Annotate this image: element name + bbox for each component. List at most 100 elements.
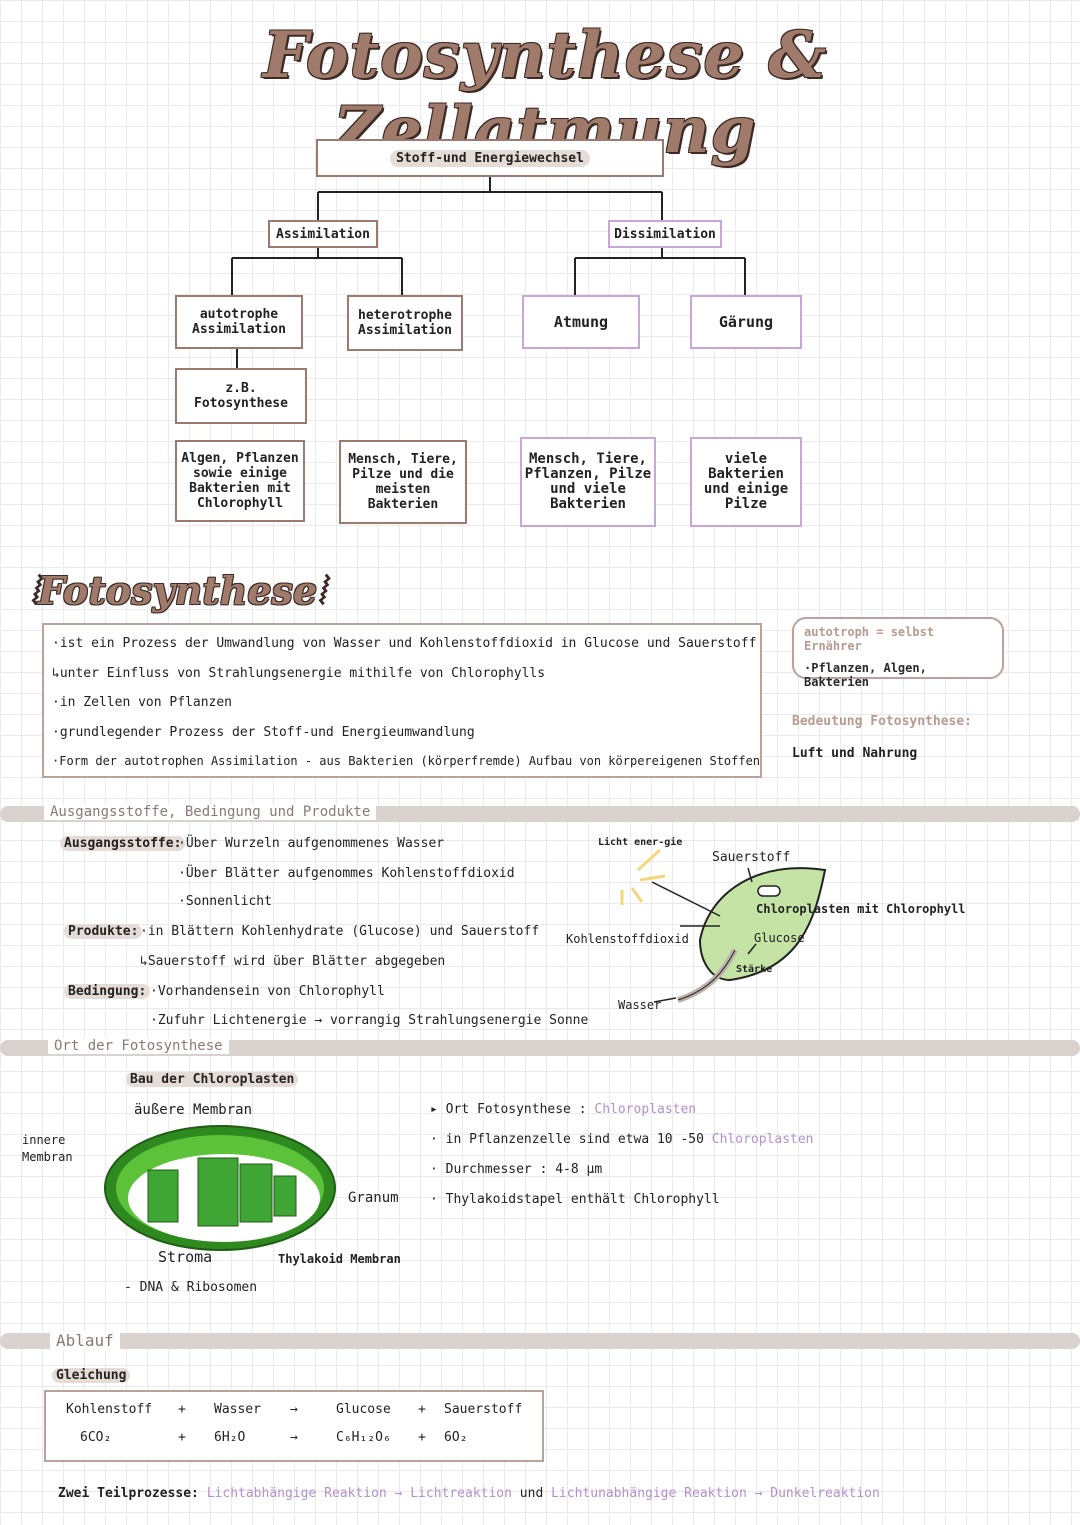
eq-term: Wasser [214, 1402, 261, 1417]
label-thylakoid: Thylakoid Membran [278, 1252, 401, 1266]
heading-deco-right: ⦚ [317, 568, 326, 613]
eq-term: 6O₂ [444, 1430, 468, 1445]
section-title-ablauf: Ablauf [50, 1331, 120, 1350]
definition-line: ·grundlegender Prozess der Stoff-und Ene… [52, 724, 475, 740]
tree-gaerung-who: viele Bakterien und einige Pilze [690, 437, 802, 527]
leaf-label-glucose: Glucose [754, 931, 805, 945]
ausgang-item: ·Über Wurzeln aufgenommenes Wasser [178, 836, 445, 851]
fact-accent: Chloroplasten [594, 1102, 697, 1117]
leaf-label-co2: Kohlenstoffdioxid [566, 932, 689, 946]
produkte-label: Produkte: [64, 924, 143, 939]
teilprozess-dunkel: Lichtunabhängige Reaktion → Dunkelreakti… [551, 1486, 880, 1501]
definition-line: ·Form der autotrophen Assimilation - aus… [52, 754, 761, 768]
eq-op: → [290, 1402, 298, 1417]
autotroph-note: autotroph = selbst Ernährer ·Pflanzen, A… [792, 617, 1004, 689]
tree-atmung: Atmung [522, 295, 640, 349]
teilprozess-licht: Lichtabhängige Reaktion → Lichtreaktion [206, 1486, 512, 1501]
label-stroma: Stroma [158, 1248, 213, 1266]
leaf-label-chloroplasten: Chloroplasten mit Chlorophyll [756, 902, 966, 916]
tree-dissimilation: Dissimilation [608, 220, 722, 248]
tree-root: Stoff-und Energiewechsel [316, 139, 664, 177]
chloroplast-icon [757, 885, 781, 897]
bedeutung-label: Bedeutung Fotosynthese: [792, 714, 973, 729]
leaf-label-wasser: Wasser [618, 998, 662, 1012]
label-granum: Granum [348, 1190, 399, 1206]
sun-rays [620, 848, 666, 905]
equation-box: Kohlenstoff + Wasser → Glucose + Sauerst… [44, 1390, 544, 1462]
section-title-ausgang: Ausgangsstoffe, Bedingung und Produkte [44, 804, 377, 820]
fact-line: · Thylakoidstapel enthält Chlorophyll [430, 1192, 720, 1207]
teilprozesse-und: und [519, 1486, 544, 1501]
label-aeussere-membran: äußere Membran [134, 1102, 253, 1118]
heading-text: Fotosynthese [37, 568, 318, 613]
leaf-label-licht: Licht ener-gie [598, 837, 683, 848]
bedingung-label-text: Bedingung: [64, 984, 151, 999]
tree-auto-who: Algen, Pflanzen sowie einige Bakterien m… [175, 440, 305, 522]
fact-accent: Chloroplasten [711, 1132, 814, 1147]
tree-gaerung: Gärung [690, 295, 802, 349]
teilprozesse-line: Zwei Teilprozesse: Lichtabhängige Reakti… [58, 1486, 880, 1501]
tree-example: z.B. Fotosynthese [175, 368, 307, 424]
fact-line: · in Pflanzenzelle sind etwa 10 -50 Chlo… [430, 1132, 814, 1147]
gleichung-label: Gleichung [52, 1368, 131, 1383]
fact-line: ▸ Ort Fotosynthese : Chloroplasten [430, 1102, 696, 1117]
page-title: Fotosynthese & Zellatmung [262, 18, 828, 168]
ausgangsstoffe-label: Ausgangsstoffe: [60, 836, 186, 851]
produkte-item: ↳Sauerstoff wird über Blätter abgegeben [140, 954, 446, 969]
tree-root-label: Stoff-und Energiewechsel [390, 149, 590, 167]
section-title-ort: Ort der Fotosynthese [48, 1038, 229, 1054]
gleichung-label-text: Gleichung [52, 1368, 131, 1383]
autotroph-title: autotroph = selbst Ernährer [804, 625, 935, 653]
eq-op: + [418, 1402, 426, 1417]
fact-text: · Thylakoidstapel enthält Chlorophyll [430, 1192, 720, 1207]
bau-label-text: Bau der Chloroplasten [126, 1072, 299, 1087]
tree-atmung-who: Mensch, Tiere, Pflanzen, Pilze und viele… [520, 437, 656, 527]
tree-assimilation: Assimilation [268, 220, 378, 248]
definition-line: ↳unter Einfluss von Strahlungsenergie mi… [52, 665, 546, 681]
granum-stack [147, 1157, 297, 1227]
leaf-label-sauerstoff: Sauerstoff [712, 850, 791, 865]
label-innere-membran: innere Membran [22, 1133, 73, 1164]
eq-term: Glucose [336, 1402, 391, 1417]
definition-line: ·in Zellen von Pflanzen [52, 695, 233, 710]
chloroplast-diagram [104, 1125, 336, 1251]
eq-term: C₆H₁₂O₆ [336, 1430, 391, 1445]
definition-line: ·ist ein Prozess der Umwandlung von Wass… [52, 636, 757, 651]
eq-term: Sauerstoff [444, 1402, 523, 1417]
produkte-label-text: Produkte: [64, 924, 143, 939]
eq-op: + [418, 1430, 426, 1445]
eq-op: + [178, 1402, 186, 1417]
eq-term: 6H₂O [214, 1430, 246, 1445]
eq-op: + [178, 1430, 186, 1445]
fact-text: · Durchmesser : 4-8 µm [430, 1162, 603, 1177]
tree-hetero-who: Mensch, Tiere, Pilze und die meisten Bak… [339, 440, 467, 524]
section-heading-fotosynthese: ⦚Fotosynthese⦚ [30, 568, 325, 614]
fact-text: · in Pflanzenzelle sind etwa 10 -50 [430, 1132, 712, 1147]
eq-term: 6CO₂ [80, 1430, 112, 1445]
leaf-diagram [620, 848, 827, 1003]
bedingung-item: ·Vorhandensein von Chlorophyll [150, 984, 385, 999]
leaf-stem-outline [677, 949, 736, 1001]
tree-heterotrophe: heterotrophe Assimilation [347, 295, 463, 351]
fact-text: ▸ Ort Fotosynthese : [430, 1102, 595, 1117]
label-dna: - DNA & Ribosomen [124, 1280, 258, 1295]
heading-deco-left: ⦚ [30, 568, 38, 613]
bau-label: Bau der Chloroplasten [126, 1072, 299, 1087]
tree-connectors [231, 175, 746, 368]
bedeutung-value: Luft und Nahrung [792, 746, 918, 761]
ausgang-item: ·Über Blätter aufgenommes Kohlenstoffdio… [178, 866, 515, 881]
fotosynthese-definition-box: ·ist ein Prozess der Umwandlung von Wass… [42, 623, 762, 778]
autotroph-items: ·Pflanzen, Algen, Bakterien [804, 661, 927, 689]
ausgang-item: ·Sonnenlicht [178, 894, 272, 909]
teilprozesse-label: Zwei Teilprozesse: [58, 1486, 199, 1501]
section-bar [0, 1040, 1080, 1056]
fact-line: · Durchmesser : 4-8 µm [430, 1162, 602, 1177]
bedingung-item: ·Zufuhr Lichtenergie → vorrangig Strahlu… [150, 1013, 589, 1028]
eq-term: Kohlenstoff [66, 1402, 153, 1417]
ausgangsstoffe-label-text: Ausgangsstoffe: [60, 836, 186, 851]
eq-op: → [290, 1430, 298, 1445]
bedingung-label: Bedingung: [64, 984, 151, 999]
produkte-item: ·in Blättern Kohlenhydrate (Glucose) und… [140, 924, 540, 939]
leaf-label-staerke: Stärke [736, 964, 773, 975]
section-bar [0, 1333, 1080, 1349]
